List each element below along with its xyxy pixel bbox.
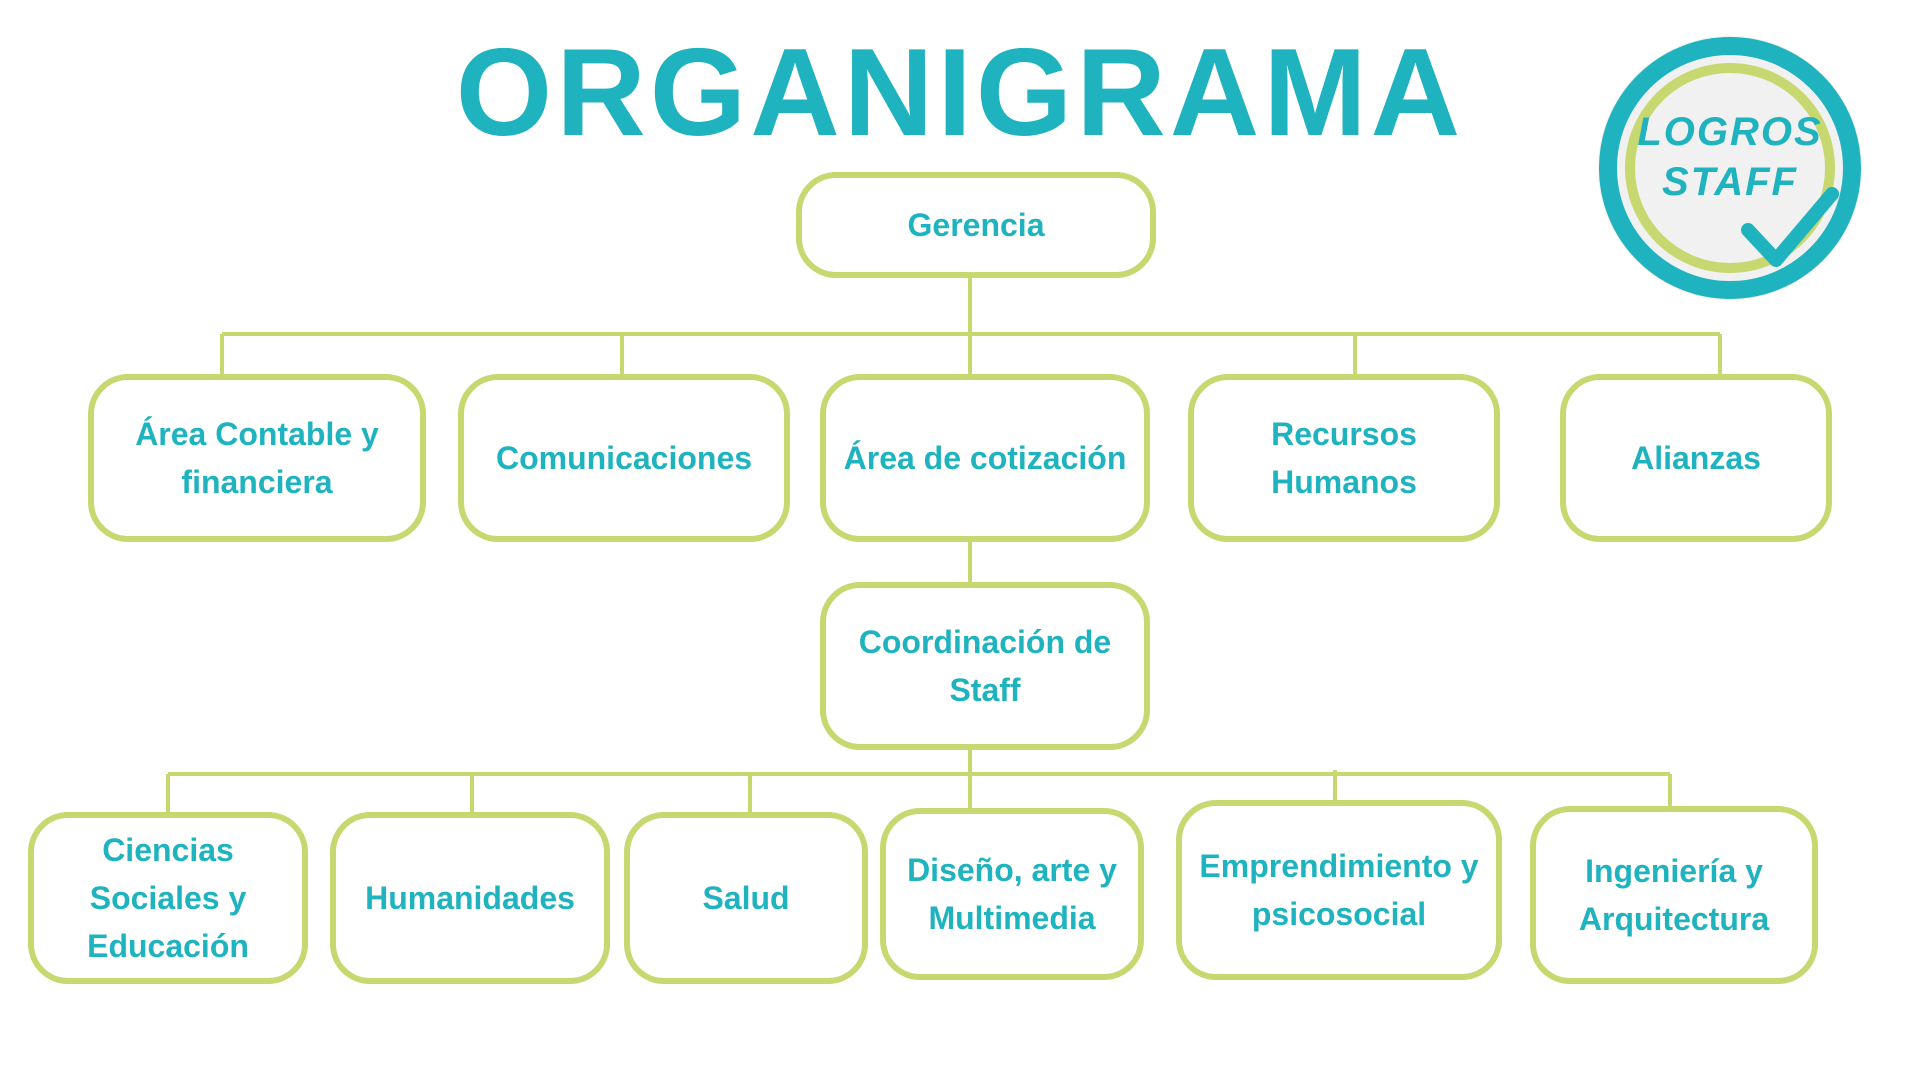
node-label: Gerencia (907, 207, 1045, 243)
page-title: ORGANIGRAMA (455, 24, 1465, 162)
node-label: Recursos Humanos (1271, 416, 1417, 500)
node-label: Ciencias Sociales y Educación (87, 832, 249, 964)
node-label: Diseño, arte y Multimedia (907, 852, 1117, 936)
node-emprendimiento: Emprendimiento y psicosocial (1176, 800, 1502, 980)
node-gerencia: Gerencia (796, 172, 1156, 278)
node-ingenieria: Ingeniería y Arquitectura (1530, 806, 1818, 984)
node-label: Humanidades (365, 880, 575, 916)
node-label: Área de cotización (843, 440, 1127, 476)
node-area-cotizacion: Área de cotización (820, 374, 1150, 542)
check-icon (1741, 187, 1839, 267)
node-label: Coordinación de Staff (858, 624, 1112, 708)
node-coordinacion-staff: Coordinación de Staff (820, 582, 1150, 750)
logo-text-line2: STAFF (1662, 160, 1798, 204)
node-label: Ingeniería y Arquitectura (1578, 853, 1770, 937)
node-label: Emprendimiento y psicosocial (1199, 848, 1479, 932)
node-comunicaciones: Comunicaciones (458, 374, 790, 542)
node-area-contable: Área Contable y financiera (88, 374, 426, 542)
node-label: Salud (702, 880, 790, 916)
logo-text-line1: LOGROS (1637, 110, 1823, 154)
node-ciencias-sociales: Ciencias Sociales y Educación (28, 812, 308, 984)
node-salud: Salud (624, 812, 868, 984)
node-humanidades: Humanidades (330, 812, 610, 984)
node-label: Área Contable y financiera (135, 416, 379, 500)
node-diseno-arte: Diseño, arte y Multimedia (880, 808, 1144, 980)
node-recursos-humanos: Recursos Humanos (1188, 374, 1500, 542)
logros-staff-logo: LOGROS STAFF (1590, 28, 1870, 308)
node-alianzas: Alianzas (1560, 374, 1832, 542)
node-label: Alianzas (1631, 440, 1761, 476)
node-label: Comunicaciones (495, 440, 753, 476)
